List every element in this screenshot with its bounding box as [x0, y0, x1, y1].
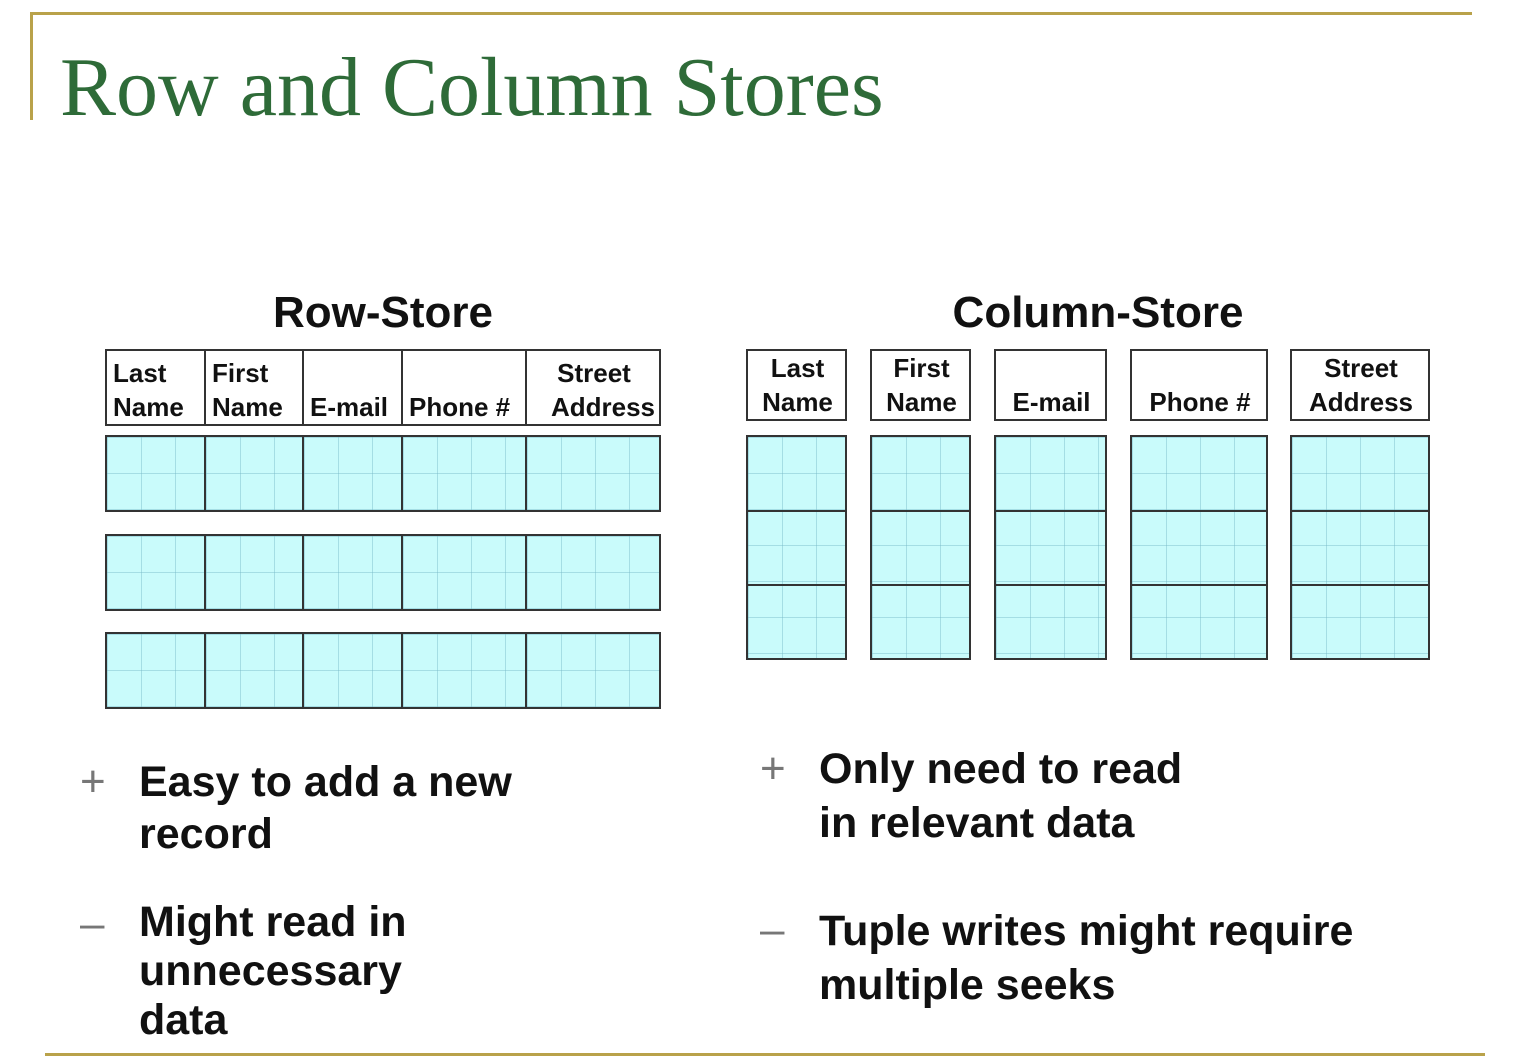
row-record-cell: [105, 435, 206, 512]
column-store-con: Tuple writes might require multiple seek…: [819, 904, 1353, 1012]
header-line: Last: [113, 358, 167, 388]
header-line: Street: [1324, 353, 1398, 383]
record-divider: [748, 510, 845, 512]
row-record-cell: [204, 435, 304, 512]
header-line: Last: [770, 353, 825, 383]
row-record-cell: [105, 534, 206, 611]
row-record-cell: [401, 435, 527, 512]
bullet-line: unnecessary: [139, 947, 402, 995]
row-record-cell: [401, 534, 527, 611]
slide-title: Row and Column Stores: [60, 41, 884, 134]
bullet-line: Might read in: [139, 898, 407, 946]
row-record-cell: [525, 534, 661, 611]
row-record-cell: [302, 632, 403, 709]
bullet-line: data: [139, 996, 228, 1044]
row-header-street-address: Street Address: [525, 349, 661, 426]
header-line: E-mail: [310, 392, 389, 422]
record-divider: [872, 584, 969, 586]
record-divider: [1132, 584, 1266, 586]
bullet-line: Tuple writes might require: [819, 907, 1354, 955]
column-block: [870, 435, 971, 660]
row-header-first-name: First Name: [204, 349, 304, 426]
column-header-last-name: Last Name: [746, 349, 847, 421]
column-header-street-address: Street Address: [1290, 349, 1430, 421]
row-store-con: Might read in unnecessary data: [139, 898, 407, 1045]
header-line: First: [893, 353, 950, 383]
column-block: [1290, 435, 1430, 660]
column-header-email: E-mail: [994, 349, 1107, 421]
header-line: Name: [886, 387, 957, 417]
header-line: Name: [212, 392, 283, 422]
record-divider: [996, 584, 1105, 586]
bullet-line: in relevant data: [819, 799, 1135, 847]
row-header-email: E-mail: [302, 349, 403, 426]
record-divider: [872, 510, 969, 512]
top-rule: [30, 12, 1472, 15]
row-header-last-name: Last Name: [105, 349, 206, 426]
row-record-cell: [401, 632, 527, 709]
row-record-cell: [525, 435, 661, 512]
bullet-line: Only need to read: [819, 745, 1183, 793]
column-store-title: Column-Store: [952, 288, 1244, 337]
record-divider: [1292, 584, 1428, 586]
header-line: Name: [762, 387, 833, 417]
record-divider: [1132, 510, 1266, 512]
header-line: Street: [557, 358, 631, 388]
row-record-cell: [302, 435, 403, 512]
record-divider: [996, 510, 1105, 512]
column-block: [1130, 435, 1268, 660]
header-line: Address: [550, 392, 655, 422]
minus-bullet: –: [760, 905, 785, 954]
column-block: [746, 435, 847, 660]
row-record-cell: [105, 632, 206, 709]
header-line: Address: [1308, 387, 1414, 417]
row-record-cell: [204, 534, 304, 611]
record-divider: [748, 584, 845, 586]
bullet-line: record: [139, 810, 273, 858]
plus-bullet: +: [80, 757, 106, 806]
column-header-phone: Phone #: [1130, 349, 1268, 421]
bullet-line: Easy to add a new: [139, 758, 512, 806]
row-record-cell: [204, 632, 304, 709]
column-block: [994, 435, 1107, 660]
header-line: Phone #: [409, 392, 511, 422]
header-line: First: [212, 358, 269, 388]
row-header-phone: Phone #: [401, 349, 527, 426]
column-header-first-name: First Name: [870, 349, 971, 421]
header-line: E-mail: [1012, 387, 1091, 417]
bullet-line: multiple seeks: [819, 961, 1116, 1009]
row-record-cell: [302, 534, 403, 611]
row-store-title: Row-Store: [273, 288, 493, 337]
plus-bullet: +: [760, 744, 786, 793]
row-store-pro: Easy to add a new record: [139, 756, 512, 860]
minus-bullet: –: [80, 899, 105, 948]
record-divider: [1292, 510, 1428, 512]
row-record-cell: [525, 632, 661, 709]
left-rule: [30, 12, 33, 120]
header-line: Phone #: [1149, 387, 1251, 417]
column-store-pro: Only need to read in relevant data: [819, 742, 1182, 850]
header-line: Name: [113, 392, 184, 422]
bottom-rule: [45, 1053, 1485, 1056]
